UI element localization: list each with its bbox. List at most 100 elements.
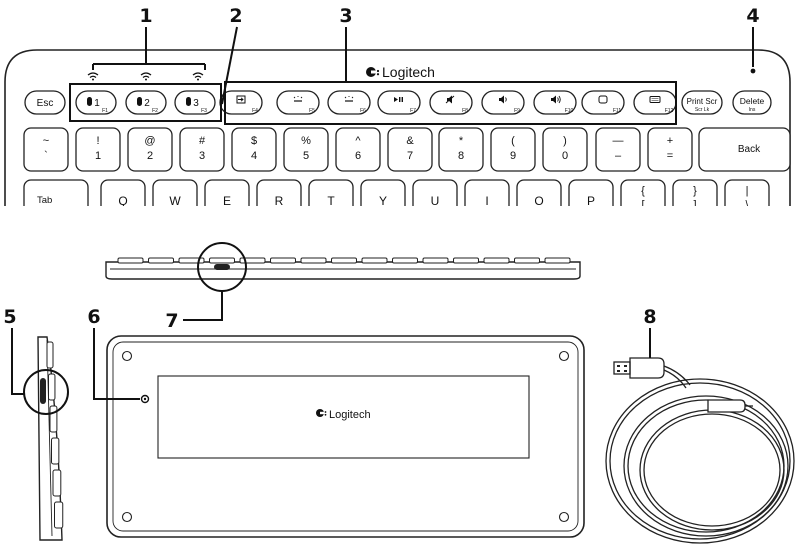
letter-key[interactable]: U xyxy=(412,179,458,223)
key-shift-char: @ xyxy=(144,135,155,147)
function-key-f7[interactable]: F7 xyxy=(377,90,421,115)
easy-switch-key-1[interactable]: 1F1 xyxy=(75,90,117,115)
function-key-f12[interactable]: F12 xyxy=(633,90,677,115)
key-shift-char: + xyxy=(667,135,673,147)
number-row-key[interactable]: ^6 xyxy=(335,127,381,172)
power-switch xyxy=(214,264,230,270)
number-row-key[interactable]: %5 xyxy=(283,127,329,172)
key-shift-char: $ xyxy=(251,135,257,147)
number-row-key[interactable]: (9 xyxy=(490,127,536,172)
key-shift-char: | xyxy=(746,185,749,197)
number-row-key[interactable]: @2 xyxy=(127,127,173,172)
letter-key[interactable]: W xyxy=(152,179,198,223)
number-row-key[interactable]: &7 xyxy=(387,127,433,172)
key-shift-char: — xyxy=(613,135,624,147)
foot-icon xyxy=(121,511,133,523)
volume-up-icon xyxy=(551,95,561,104)
fn-sublabel: F8 xyxy=(462,108,468,114)
callout-7: 7 xyxy=(165,291,223,332)
volume-down-icon xyxy=(499,95,507,104)
number-row-key[interactable]: ~` xyxy=(23,127,69,172)
key-cap xyxy=(117,257,144,264)
key-char: O xyxy=(534,194,543,208)
key-char: \ xyxy=(745,199,749,211)
fn-sublabel: F3 xyxy=(201,108,207,114)
key-shift-char: } xyxy=(693,185,697,197)
svg-text:7: 7 xyxy=(165,310,178,332)
key-char: T xyxy=(327,194,335,208)
home-icon xyxy=(598,95,608,104)
letter-key[interactable]: P xyxy=(568,179,614,223)
channel-number: 1 xyxy=(94,98,100,109)
esc-key-label: Esc xyxy=(37,98,54,109)
tab-key[interactable]: Tab xyxy=(23,179,89,223)
key-cap xyxy=(270,257,296,264)
number-row-key[interactable]: )0 xyxy=(542,127,588,172)
bracket-key[interactable]: |\ xyxy=(724,179,770,223)
letter-key[interactable]: Y xyxy=(360,179,406,223)
number-row-key[interactable]: *8 xyxy=(438,127,484,172)
callout-3: 3 xyxy=(339,5,353,82)
letter-key[interactable]: T xyxy=(308,179,354,223)
easy-switch-key-3[interactable]: 3F3 xyxy=(174,90,216,115)
number-row-key[interactable]: $4 xyxy=(231,127,277,172)
function-key-f5[interactable]: F5 xyxy=(276,90,320,115)
number-row-key[interactable]: += xyxy=(647,127,693,172)
key-char: P xyxy=(587,194,595,208)
function-key-f6[interactable]: F6 xyxy=(327,90,371,115)
key-char: ] xyxy=(693,199,696,211)
number-row-key[interactable]: —– xyxy=(595,127,641,172)
number-row-key[interactable]: !1 xyxy=(75,127,121,172)
key-char: 1 xyxy=(95,150,101,162)
function-key-f4[interactable]: F4 xyxy=(219,90,263,115)
callout-8: 8 xyxy=(643,306,657,358)
bracket-key[interactable]: {[ xyxy=(620,179,666,223)
letter-key[interactable]: O xyxy=(516,179,562,223)
number-row-key[interactable]: #3 xyxy=(179,127,225,172)
mute-icon xyxy=(445,95,455,104)
svg-text:2: 2 xyxy=(229,5,242,27)
key-cap xyxy=(422,257,449,264)
back-key[interactable]: Back xyxy=(698,127,791,172)
key-shift-char: % xyxy=(301,135,311,147)
function-key-f8[interactable]: F8 xyxy=(429,90,473,115)
letter-key[interactable]: I xyxy=(464,179,510,223)
key-char: Q xyxy=(118,194,127,208)
function-keys-highlight xyxy=(224,81,677,125)
back-key-label: Back xyxy=(738,144,761,155)
side-switch-highlight xyxy=(23,369,69,415)
bluetooth-icon xyxy=(87,97,92,106)
letter-key[interactable]: R xyxy=(256,179,302,223)
wifi-icon xyxy=(140,72,152,81)
key-cap-side xyxy=(54,501,64,529)
callout-2: 2 xyxy=(221,5,243,105)
easy-switch-keys-highlight xyxy=(69,83,222,122)
letter-key[interactable]: Q xyxy=(100,179,146,223)
key-cap-side xyxy=(49,405,58,433)
function-key-f11[interactable]: F11 xyxy=(581,90,625,115)
key-char: Y xyxy=(379,194,387,208)
logitech-logo-icon xyxy=(366,67,380,77)
svg-text:8: 8 xyxy=(643,306,656,328)
key-shift-char: ! xyxy=(96,135,99,147)
keyboard-side-view xyxy=(23,336,69,541)
key-shift-char: ~ xyxy=(43,135,49,147)
esc-key[interactable]: Esc xyxy=(24,90,66,115)
svg-text:1: 1 xyxy=(139,5,152,27)
fn-sublabel: F5 xyxy=(309,108,315,114)
channel-number: 2 xyxy=(144,98,150,109)
foot-icon xyxy=(558,511,570,523)
bracket-key[interactable]: }] xyxy=(672,179,718,223)
function-key-f9[interactable]: F9 xyxy=(481,90,525,115)
key-cap xyxy=(361,257,388,264)
letter-key[interactable]: E xyxy=(204,179,250,223)
fn-sublabel: F7 xyxy=(410,108,416,114)
easy-switch-key-2[interactable]: 2F2 xyxy=(125,90,167,115)
brightness-up-icon xyxy=(344,96,354,102)
key-cap xyxy=(514,257,540,264)
fn-sublabel: F4 xyxy=(252,108,258,114)
channel-number: 3 xyxy=(193,98,199,109)
function-key-f10[interactable]: F10 xyxy=(533,90,577,115)
